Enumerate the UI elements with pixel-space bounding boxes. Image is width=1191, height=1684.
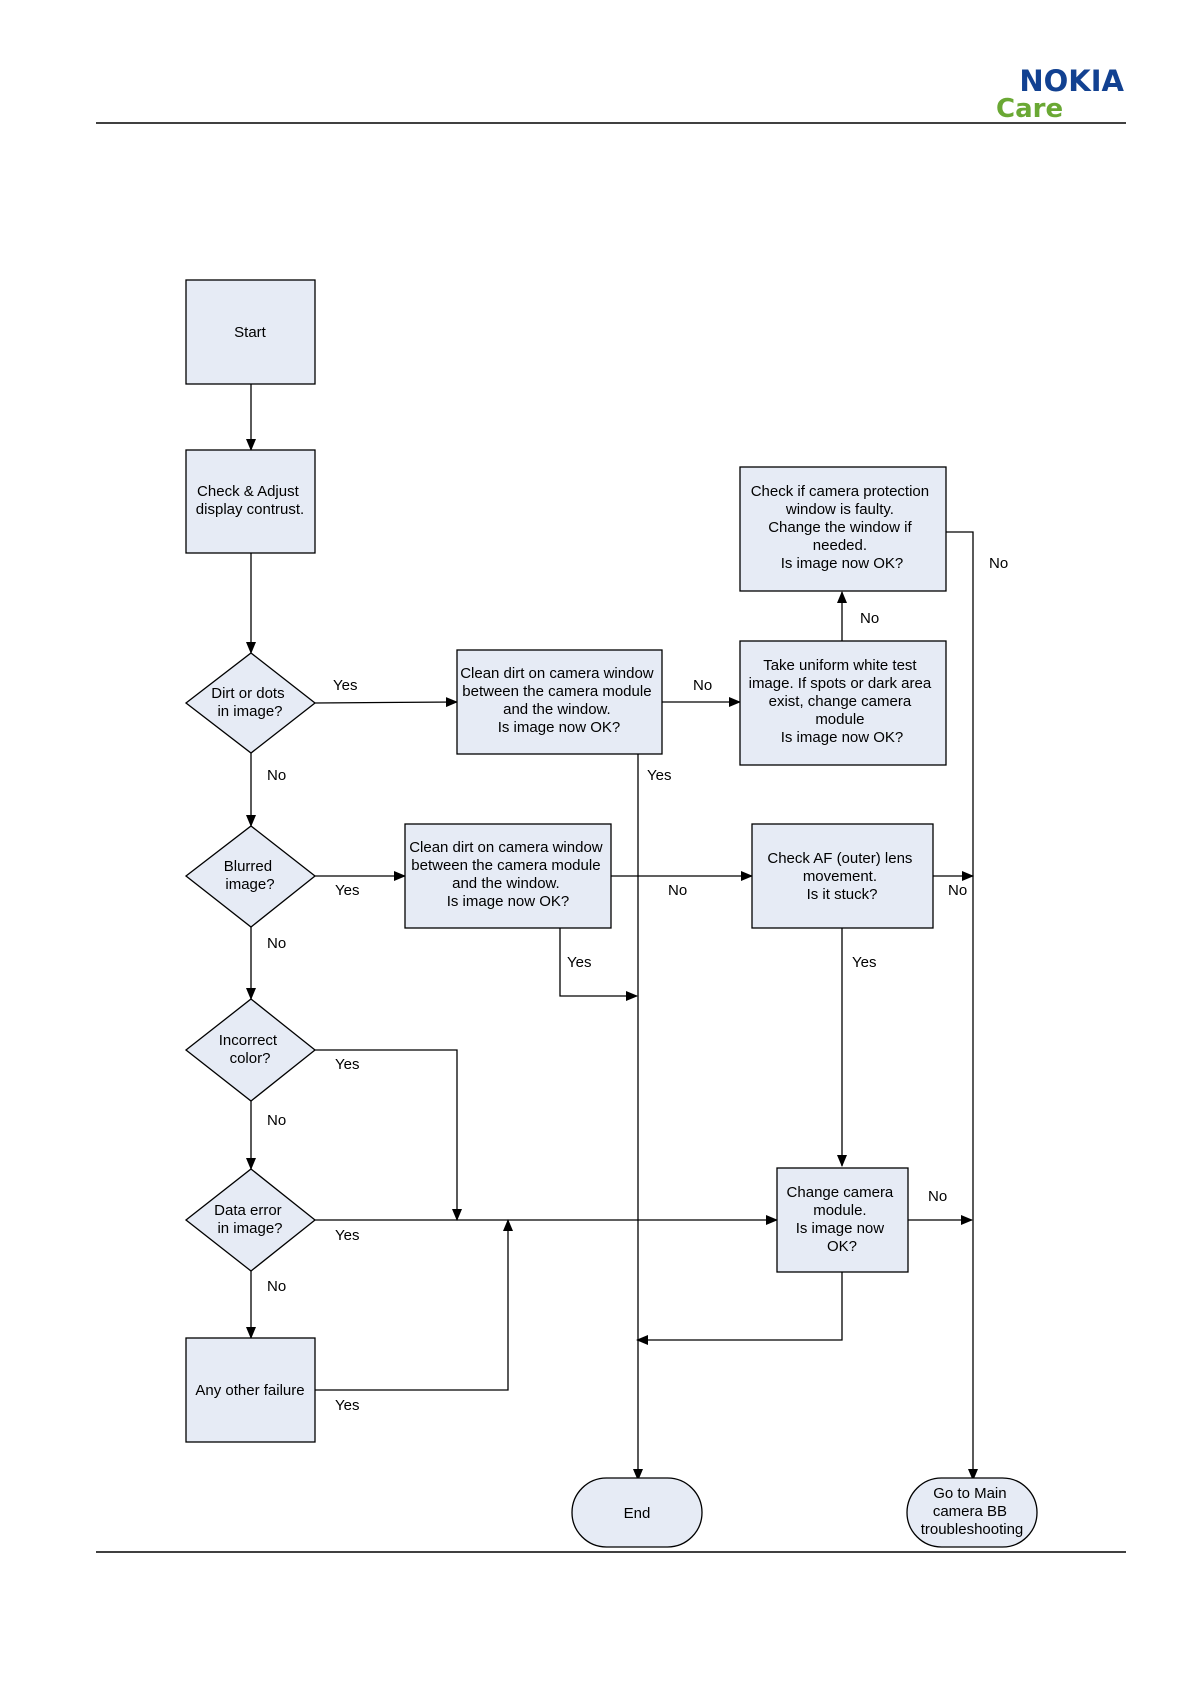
blurred-decision-label: Blurred image? xyxy=(224,858,277,893)
label-dirt-no: No xyxy=(267,767,286,784)
dirt-decision-label: Dirt or dots in image? xyxy=(211,685,289,720)
start-label: Start xyxy=(234,324,267,341)
label-protection-no: No xyxy=(989,555,1008,572)
node-check-adjust xyxy=(185,449,316,554)
edge-dirt-clean1 xyxy=(314,697,458,708)
label-clean1-no: No xyxy=(693,677,712,694)
edge-change-end xyxy=(636,1272,843,1345)
edge-protection-goto xyxy=(946,531,978,1481)
node-blurred-decision xyxy=(184,825,317,928)
node-dirt-decision xyxy=(184,652,317,754)
node-clean-dirt-2 xyxy=(404,823,612,929)
check-adjust-label: Check & Adjust display contrust. xyxy=(196,483,304,518)
label-af-yes: Yes xyxy=(852,954,876,971)
label-af-no: No xyxy=(948,882,967,899)
clean-dirt-2-label: Clean dirt on camera window between the … xyxy=(409,839,607,910)
node-change-module xyxy=(776,1167,909,1273)
node-other-failure xyxy=(185,1337,316,1443)
label-white-no: No xyxy=(860,610,879,627)
change-module-label: Change camera module. Is image now OK? xyxy=(787,1184,898,1255)
label-clean1-yes: Yes xyxy=(647,767,671,784)
label-data-no: No xyxy=(267,1278,286,1295)
node-af-check xyxy=(751,823,934,929)
node-color-decision xyxy=(184,998,317,1102)
nodes xyxy=(184,279,1038,1548)
brand-sub-logo: Care xyxy=(996,94,1063,124)
label-change-no: No xyxy=(928,1188,947,1205)
label-dirt-yes: Yes xyxy=(333,677,357,694)
clean-dirt-1-label: Clean dirt on camera window between the … xyxy=(460,665,658,736)
node-protection-window xyxy=(739,466,947,592)
node-data-decision xyxy=(184,1168,317,1272)
other-failure-label: Any other failure xyxy=(195,1382,304,1399)
node-goto-main xyxy=(906,1477,1038,1548)
white-test-label: Take uniform white test image. If spots … xyxy=(749,657,936,746)
color-decision-label: Incorrect color? xyxy=(219,1032,282,1067)
label-blurred-no: No xyxy=(267,935,286,952)
data-decision-label: Data error in image? xyxy=(214,1202,286,1237)
protection-window-label: Check if camera protection window is fau… xyxy=(751,483,934,572)
edge-other-yes xyxy=(315,1219,513,1391)
brand-logo: NOKIA xyxy=(1019,64,1124,98)
node-clean-dirt-1 xyxy=(456,649,663,755)
label-data-yes: Yes xyxy=(335,1227,359,1244)
node-end xyxy=(571,1477,703,1548)
end-label: End xyxy=(624,1505,651,1522)
label-clean2-no: No xyxy=(668,882,687,899)
label-other-yes: Yes xyxy=(335,1397,359,1414)
node-white-test xyxy=(739,640,947,766)
node-labels: Start Check & Adjust display contrust. D… xyxy=(195,324,1023,1538)
edge-color-yes xyxy=(315,1049,462,1221)
af-check-label: Check AF (outer) lens movement. Is it st… xyxy=(767,850,916,903)
edge-clean2-end xyxy=(559,928,638,1001)
label-blurred-yes: Yes xyxy=(335,882,359,899)
label-color-no: No xyxy=(267,1112,286,1129)
goto-main-label: Go to Main camera BB troubleshooting xyxy=(921,1485,1024,1538)
label-color-yes: Yes xyxy=(335,1056,359,1073)
edge-labels: Yes No No Yes No No Yes No No Yes No Yes… xyxy=(267,555,1008,1414)
node-start xyxy=(185,279,316,385)
label-clean2-yes: Yes xyxy=(567,954,591,971)
connectors xyxy=(246,384,978,1481)
